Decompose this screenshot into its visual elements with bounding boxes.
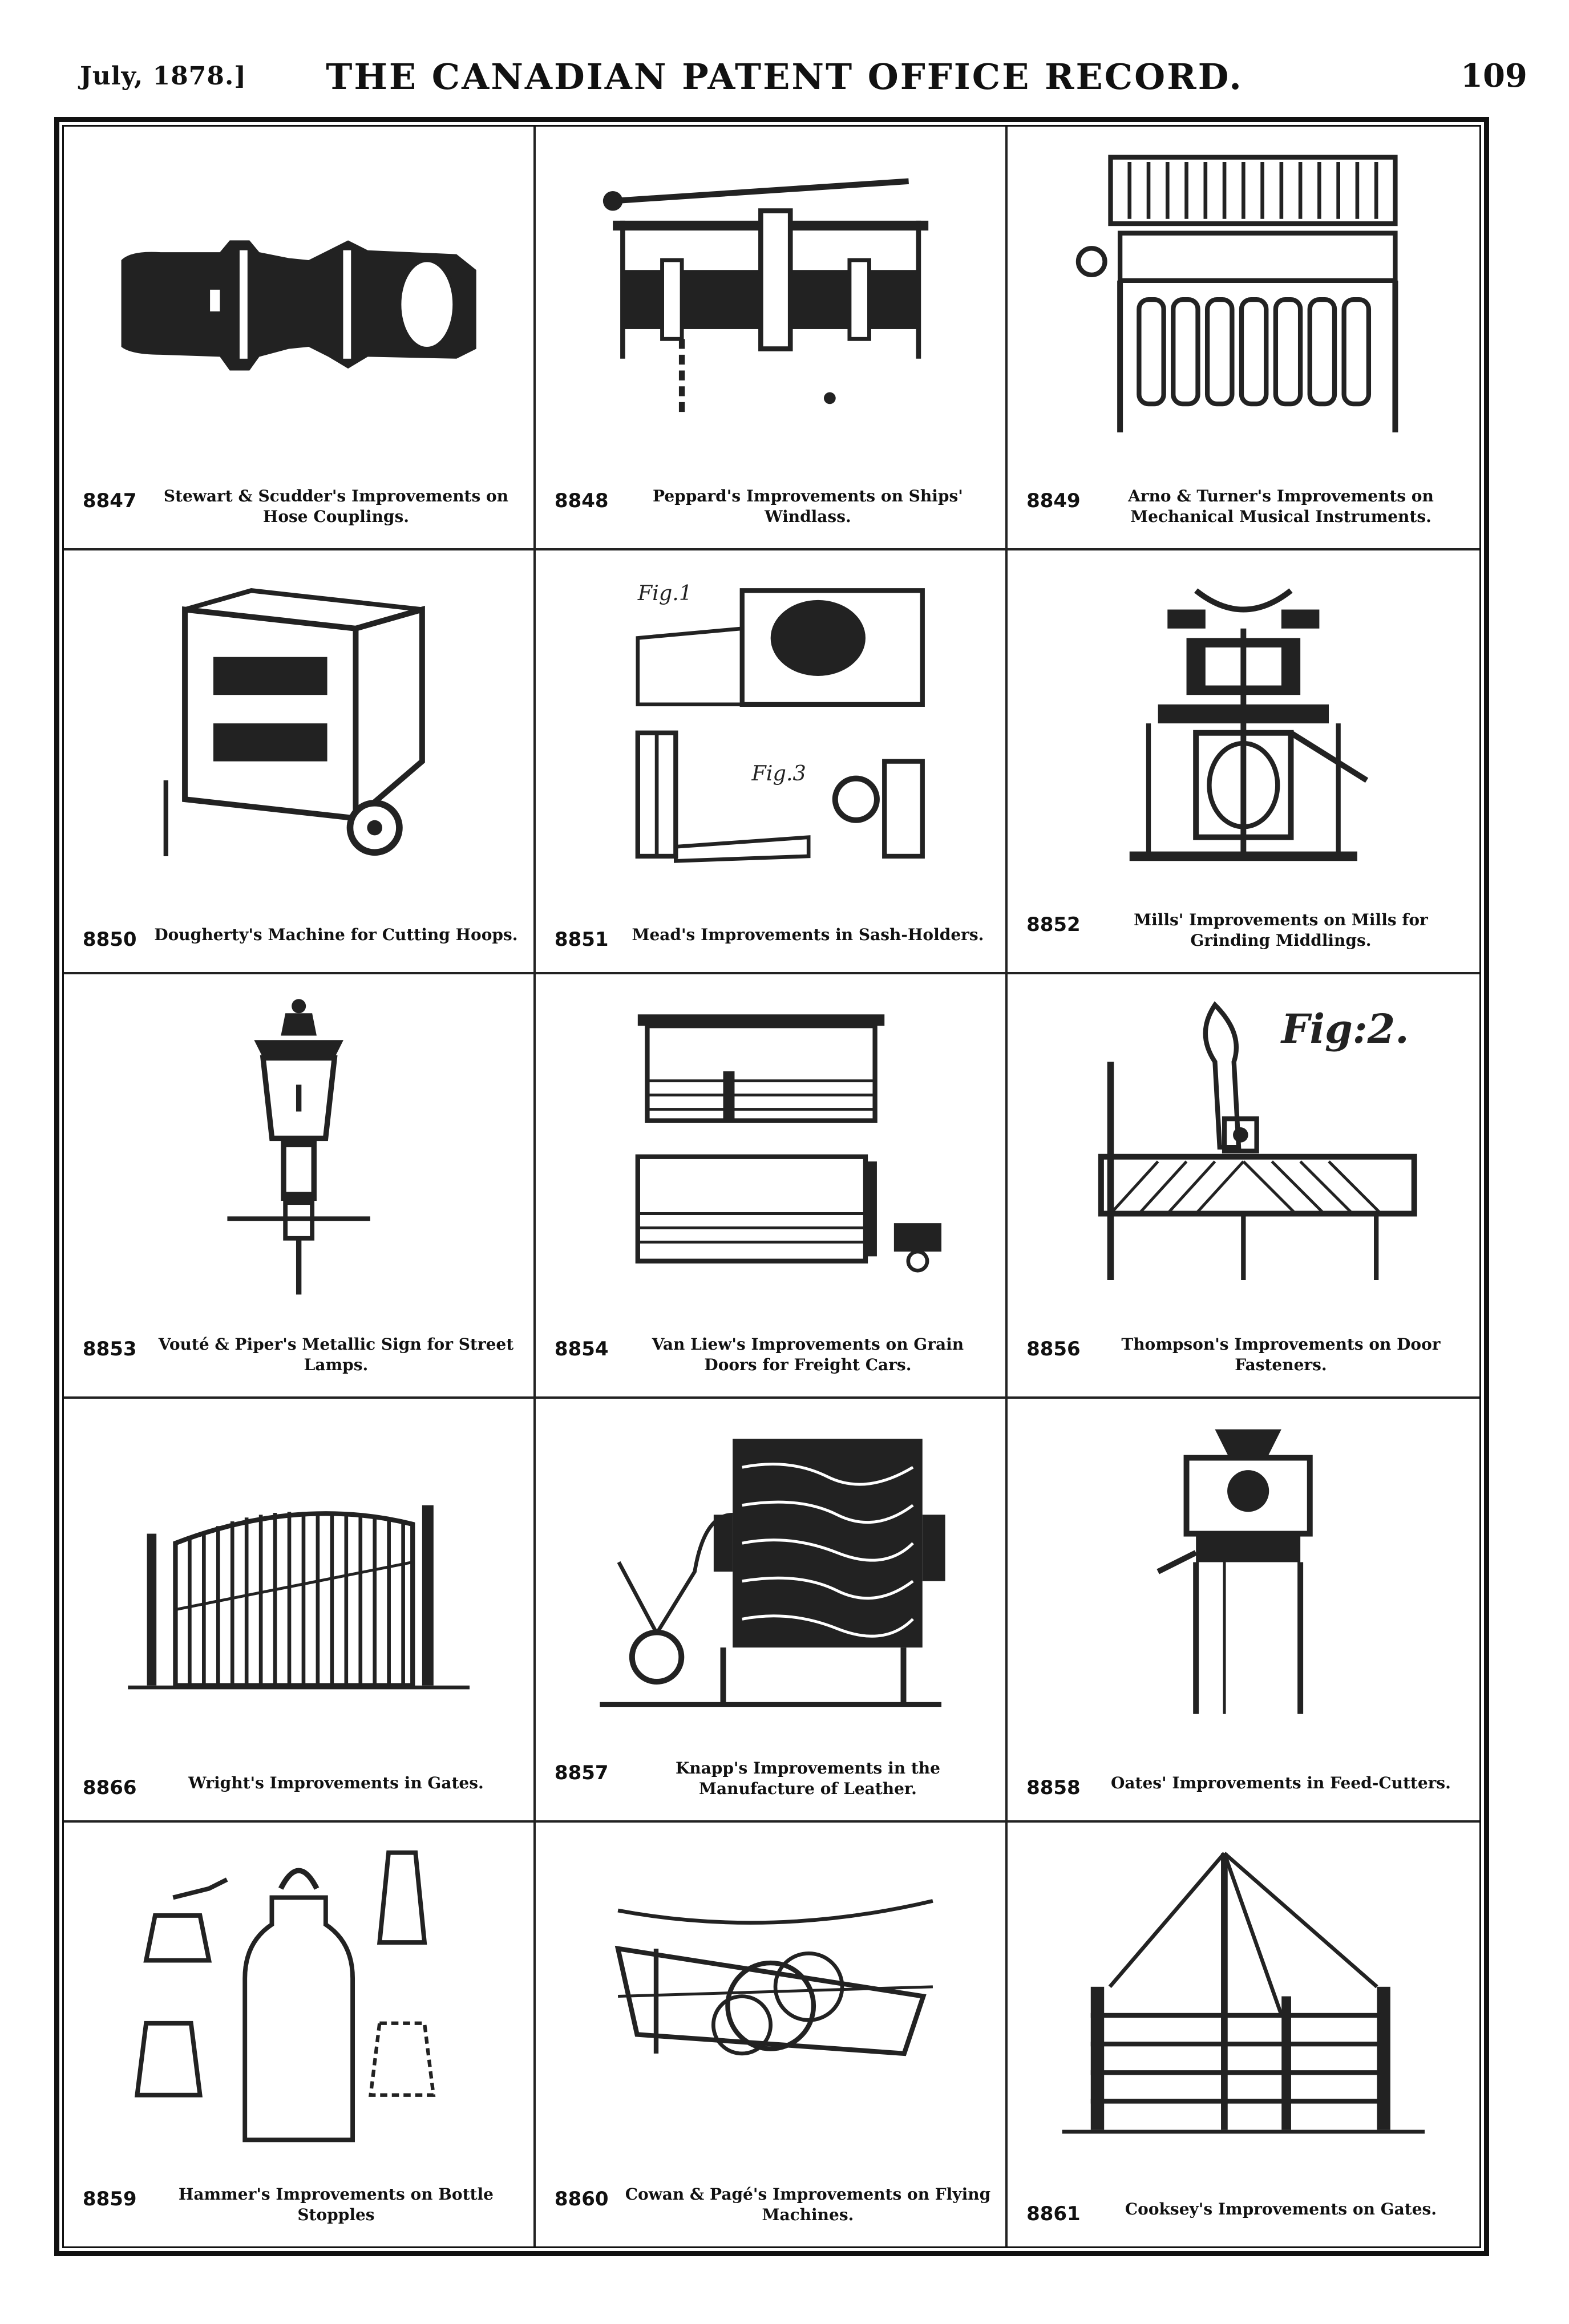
patent-entry-8854: 8854 Van Liew's Improvements on Grain Doo… <box>536 974 1008 1399</box>
page-header: July, 1878.] THE CANADIAN PATENT OFFICE … <box>0 0 1569 114</box>
patent-entry-8858: 8858 Oates' Improvements in Feed-Cutters. <box>1008 1399 1479 1823</box>
issue-date: July, 1878.] <box>80 62 247 91</box>
patent-entry-8859: 8859 Hammer's Improvements on Bottle Stop… <box>64 1822 536 2246</box>
patent-title: Knapp's Improvements in the Manufacture … <box>675 1758 940 1798</box>
patent-number: 8859 <box>82 2187 137 2210</box>
figure-label: Fig.3 <box>751 761 806 786</box>
bottle-stopper-icon <box>102 1844 496 2149</box>
patent-entry-8847: 8847 Stewart & Scudder's Improvements on … <box>64 127 536 551</box>
gate-icon <box>102 1420 496 1723</box>
musical-instrument-icon <box>1045 148 1442 451</box>
street-lamp-icon <box>102 995 496 1299</box>
patent-number: 8854 <box>554 1337 609 1361</box>
patent-entry-8853: 8853 Vouté & Piper's Metallic Sign for St… <box>64 974 536 1399</box>
windlass-icon <box>573 148 968 451</box>
hose-coupling-icon <box>102 148 496 451</box>
publication-title: THE CANADIAN PATENT OFFICE RECORD. <box>326 56 1243 98</box>
patent-plate-frame: 8847 Stewart & Scudder's Improvements on … <box>54 117 1489 2256</box>
patent-entry-8849: 8849 Arno & Turner's Improvements on Mech… <box>1008 127 1479 551</box>
patent-number: 8849 <box>1026 489 1081 513</box>
patent-title: Thompson's Improvements on Door Fastener… <box>1121 1334 1441 1374</box>
patent-grid: 8847 Stewart & Scudder's Improvements on … <box>64 127 1479 2246</box>
patent-title: Arno & Turner's Improvements on Mechanic… <box>1128 487 1434 527</box>
patent-number: 8853 <box>82 1337 137 1361</box>
patent-number: 8851 <box>554 928 609 952</box>
figure-label: Fig.1 <box>637 581 692 605</box>
grinding-mill-icon <box>1045 572 1442 875</box>
patent-number: 8847 <box>82 489 137 513</box>
leather-drum-icon <box>573 1420 968 1723</box>
patent-entry-8850: 8850 Dougherty's Machine for Cutting Hoop… <box>64 550 536 975</box>
patent-title: Cowan & Pagé's Improvements on Flying Ma… <box>625 2184 991 2224</box>
patent-number: 8848 <box>554 489 609 513</box>
patent-title: Peppard's Improvements on Ships' Windlas… <box>653 487 963 527</box>
patent-title: Wright's Improvements in Gates. <box>188 1773 484 1792</box>
patent-entry-8848: 8848 Peppard's Improvements on Ships' Win… <box>536 127 1008 551</box>
patent-entry-8861: 8861 Cooksey's Improvements on Gates. <box>1008 1823 1479 2246</box>
sash-holder-icon: Fig.1 Fig.3 <box>573 572 968 875</box>
patent-title: Oates' Improvements in Feed-Cutters. <box>1110 1773 1451 1792</box>
figure-label: Fig:2. <box>1280 1006 1409 1053</box>
door-fastener-icon: Fig:2. <box>1045 995 1442 1299</box>
patent-title: Vouté & Piper's Metallic Sign for Street… <box>158 1334 514 1374</box>
farm-gate-icon <box>1045 1844 1442 2149</box>
hoop-cutting-machine-icon <box>102 572 496 875</box>
patent-number: 8861 <box>1026 2202 1081 2225</box>
patent-entry-8851: Fig.1 Fig.3 8851 Mead's Improvements in S… <box>536 550 1008 975</box>
patent-title: Van Liew's Improvements on Grain Doors f… <box>652 1334 964 1374</box>
patent-title: Mills' Improvements on Mills for Grindin… <box>1134 910 1428 950</box>
patent-title: Hammer's Improvements on Bottle Stopples <box>178 2184 494 2224</box>
patent-number: 8858 <box>1026 1776 1081 1799</box>
patent-entry-8856: Fig:2. 8856 Thompson's Improvements on Do… <box>1008 974 1479 1399</box>
flying-machine-icon <box>573 1844 968 2149</box>
patent-number: 8866 <box>82 1776 137 1799</box>
feed-cutter-icon <box>1045 1420 1442 1723</box>
patent-number: 8860 <box>554 2187 609 2210</box>
patent-title: Stewart & Scudder's Improvements on Hose… <box>163 487 509 527</box>
patent-title: Cooksey's Improvements on Gates. <box>1125 2199 1437 2218</box>
patent-entry-8852: 8852 Mills' Improvements on Mills for Gri… <box>1008 550 1479 975</box>
patent-title: Mead's Improvements in Sash-Holders. <box>632 925 984 945</box>
patent-number: 8857 <box>554 1761 609 1784</box>
patent-entry-8860: 8860 Cowan & Pagé's Improvements on Flyin… <box>536 1822 1008 2246</box>
patent-number: 8850 <box>82 928 137 952</box>
patent-entry-8866: 8866 Wright's Improvements in Gates. <box>64 1398 536 1823</box>
patent-number: 8856 <box>1026 1337 1081 1361</box>
patent-number: 8852 <box>1026 913 1081 937</box>
patent-entry-8857: 8857 Knapp's Improvements in the Manufact… <box>536 1398 1008 1823</box>
patent-title: Dougherty's Machine for Cutting Hoops. <box>154 925 518 945</box>
grain-door-icon <box>573 995 968 1299</box>
page-number: 109 <box>1461 57 1527 95</box>
